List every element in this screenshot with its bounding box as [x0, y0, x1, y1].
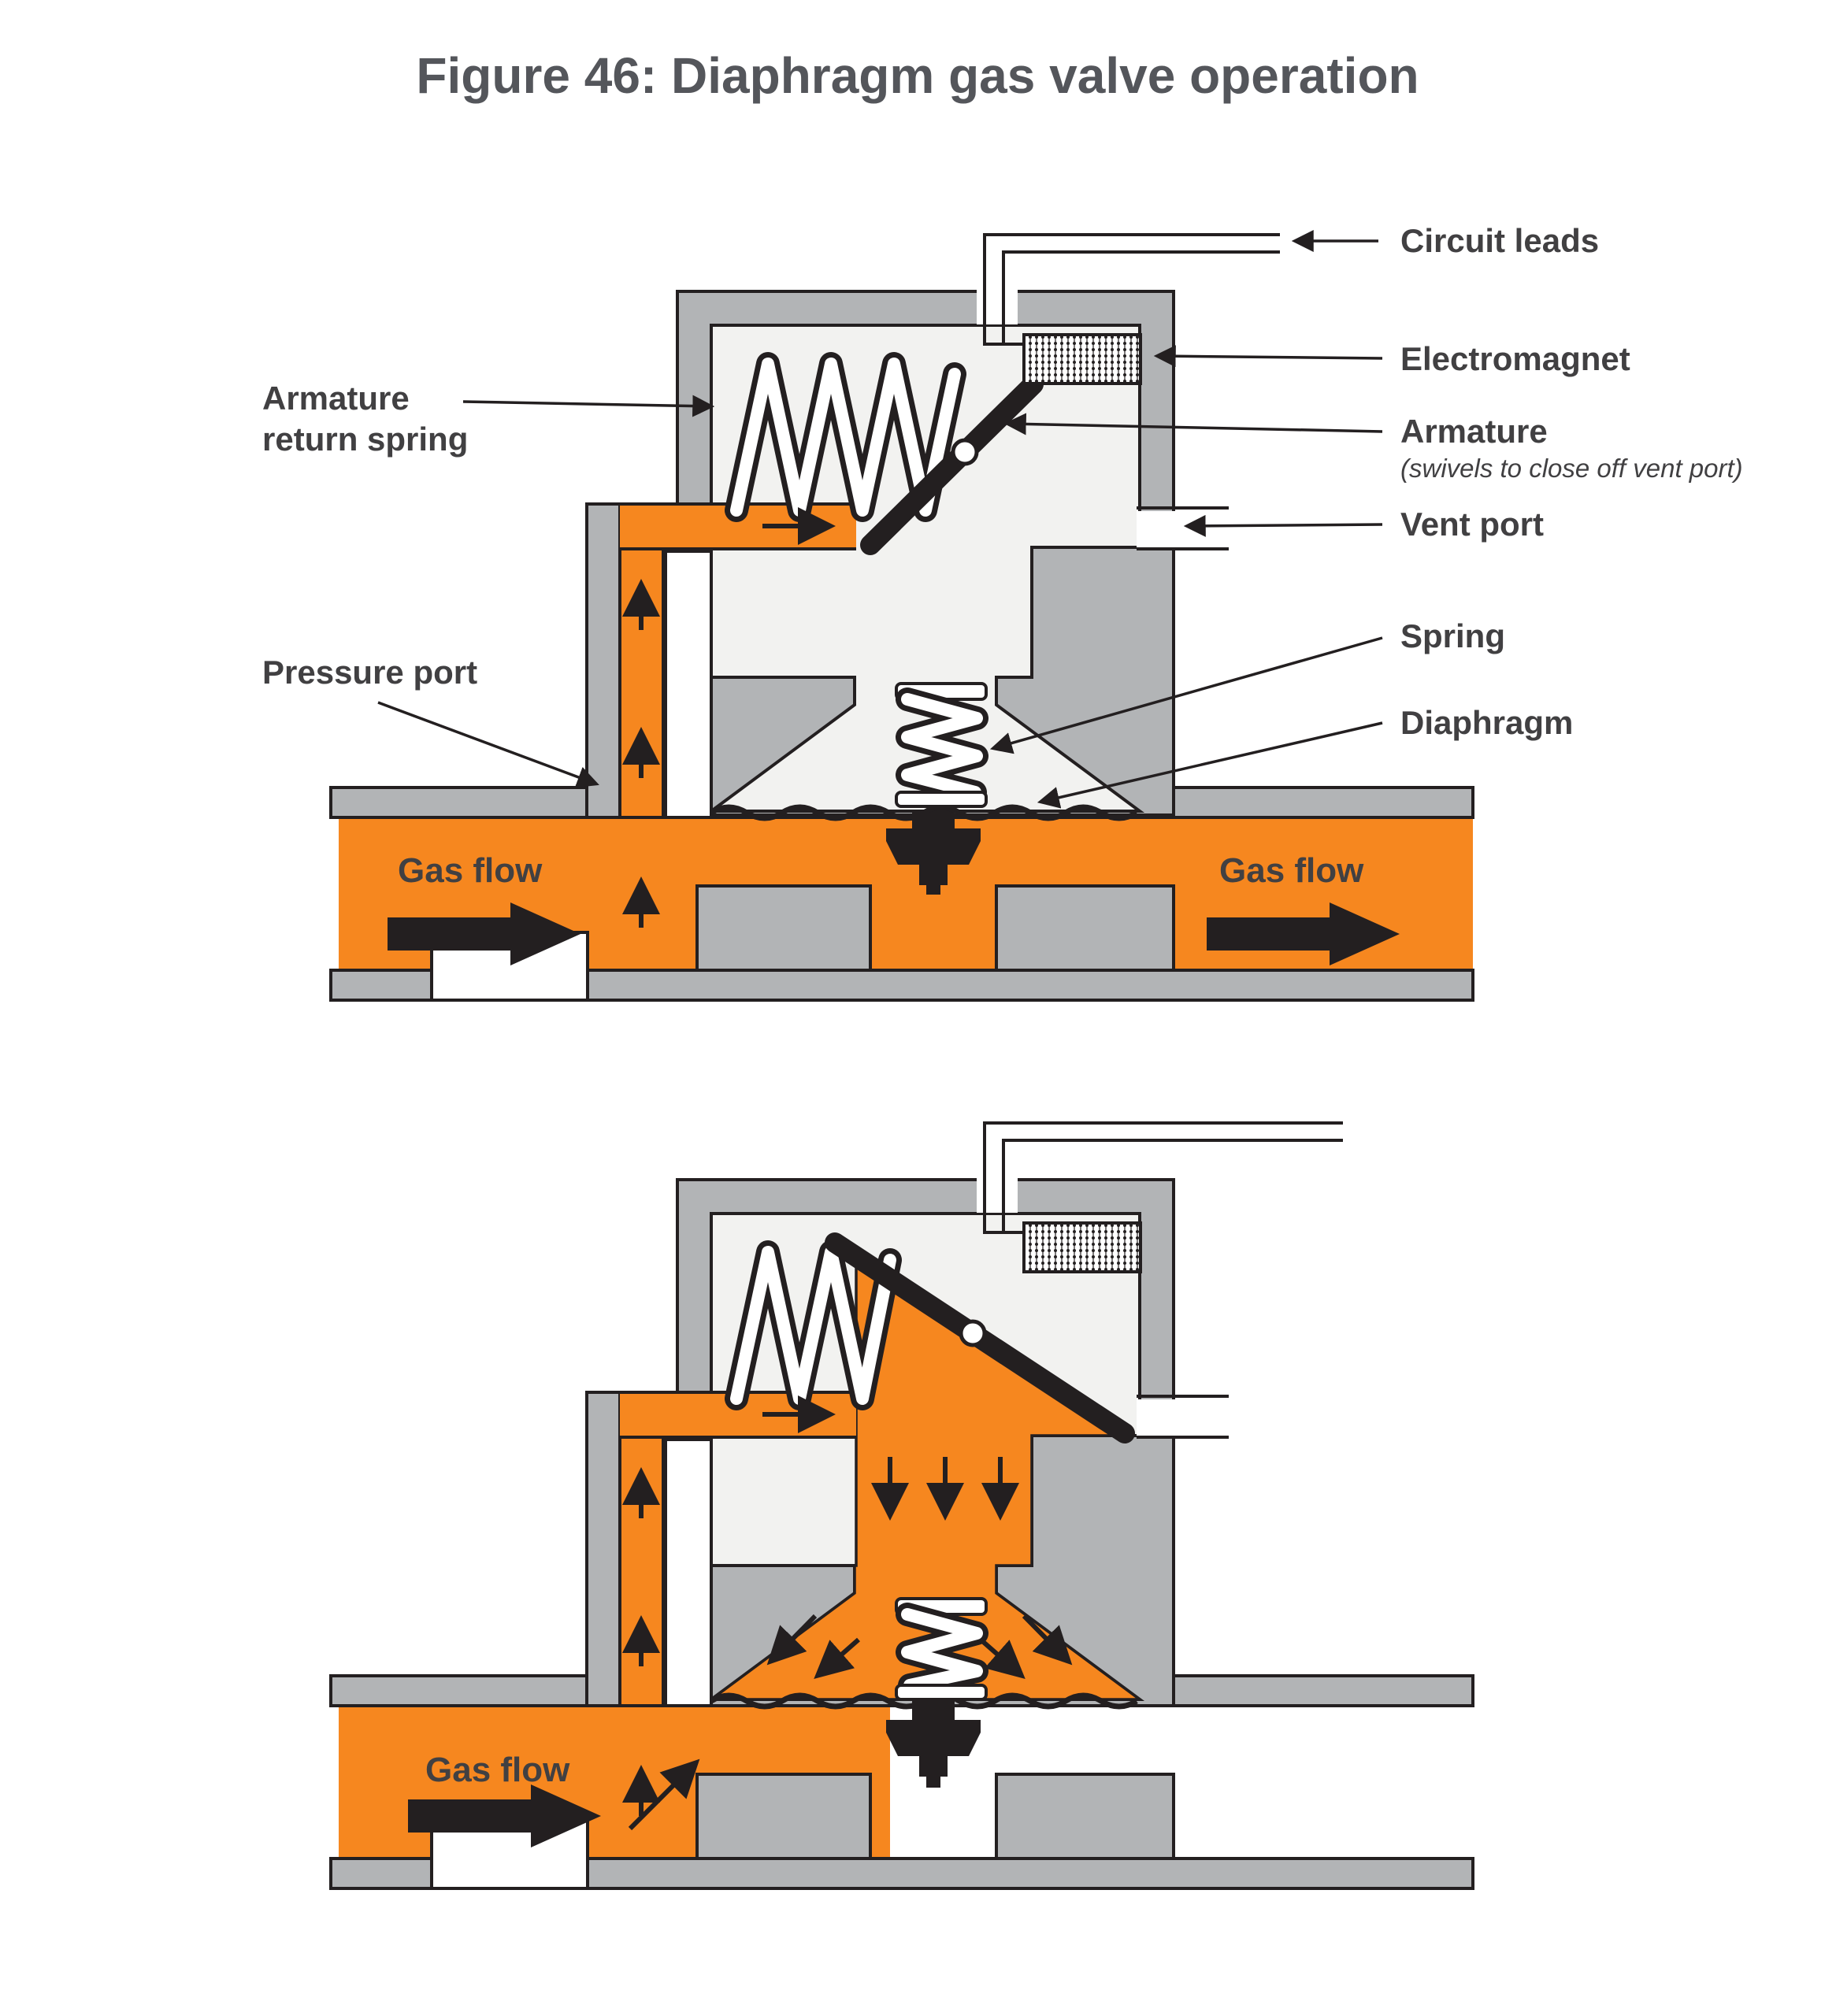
- spring-coil-highlight: [901, 693, 983, 799]
- pipe-empty-outlet: [890, 1706, 1473, 1858]
- lead-wall-gap: [977, 1178, 1018, 1213]
- label-circuit-leads: Circuit leads: [1400, 222, 1599, 259]
- bottom-diagram: Gas flow: [329, 1121, 1474, 1890]
- pipe-wall-top-right: [1172, 786, 1474, 819]
- flow-arrow-diag: [766, 1614, 818, 1666]
- leader-pressure-port: [377, 701, 599, 788]
- valve-seat-left: [695, 1773, 872, 1860]
- diaphragm-spring: [895, 1597, 988, 1701]
- label-electromagnet: Electromagnet: [1400, 340, 1630, 377]
- valve-seat-right: [995, 1773, 1175, 1860]
- disc-foot: [926, 1777, 940, 1788]
- electromagnet: [1022, 1221, 1142, 1273]
- pipe-wall-top-left: [329, 1674, 588, 1707]
- spring-cap-bottom: [895, 791, 988, 808]
- leader-spring: [989, 636, 1383, 754]
- disc-stem: [912, 813, 955, 828]
- page-title: Figure 46: Diaphragm gas valve operation: [416, 47, 1419, 104]
- leader-vent-port: [1183, 514, 1383, 537]
- flow-arrow-diag: [1022, 1614, 1073, 1666]
- label-vent-port: Vent port: [1400, 506, 1544, 543]
- flow-arrows: [622, 507, 836, 928]
- label-armature-return-spring-line1: Armature: [262, 380, 410, 417]
- label-armature: Armature: [1400, 413, 1548, 450]
- leader-armature: [1003, 413, 1383, 435]
- housing-gap: [664, 1438, 713, 1707]
- leader-diaphragm: [1037, 721, 1383, 809]
- spring-cap-bottom: [895, 1684, 988, 1701]
- disc-plate: [886, 1720, 981, 1756]
- armature-pivot: [951, 438, 979, 466]
- top-diagram: Gas flow Gas flow Circuit leads Electrom…: [262, 222, 1743, 1002]
- disc-plate: [886, 828, 981, 865]
- electromagnet: [1022, 333, 1142, 385]
- disc-lower-stem: [919, 865, 948, 885]
- label-diaphragm: Diaphragm: [1400, 704, 1573, 741]
- flow-arrows: [622, 1395, 1073, 1831]
- pipe-wall-top-right: [1172, 1674, 1474, 1707]
- gas-pipe: [329, 1674, 1474, 1890]
- callouts-left: Armature return spring Pressure port: [262, 380, 715, 788]
- armature-return-spring: [725, 1240, 902, 1410]
- return-spring-highlight: [730, 1246, 896, 1405]
- lead-wire-2: [1002, 250, 1280, 344]
- vent-opening: [1137, 1399, 1177, 1436]
- leader-electromagnet: [1153, 345, 1383, 368]
- label-armature-return-spring-line2: return spring: [262, 421, 468, 458]
- diaphragm-spring: [895, 682, 988, 808]
- callouts-right: Circuit leads Electromagnet Armature (sw…: [989, 222, 1743, 809]
- gas-flow-arrow-left: [408, 1784, 601, 1847]
- gas-flow-label-left: Gas flow: [398, 851, 543, 890]
- valve-seat-left: [695, 884, 872, 972]
- label-pressure-port: Pressure port: [262, 654, 477, 691]
- valve-disc: [886, 1701, 981, 1788]
- gas-flow-arrow-left: [388, 902, 580, 965]
- vent-opening: [1137, 511, 1177, 547]
- lead-wire-2: [1002, 1139, 1343, 1232]
- gas-flow-label-right: Gas flow: [1219, 851, 1364, 890]
- lead-wall-gap: [977, 290, 1018, 324]
- label-spring: Spring: [1400, 617, 1505, 654]
- disc-foot: [926, 885, 940, 895]
- armature: [860, 374, 1044, 555]
- gas-flow-arrow-right: [1207, 902, 1400, 965]
- vent-port: [1137, 1395, 1229, 1439]
- spring-coil-highlight: [901, 1608, 983, 1692]
- housing-gap: [664, 550, 713, 819]
- circuit-leads: [977, 233, 1280, 346]
- valve-disc: [886, 813, 981, 895]
- disc-stem: [912, 1701, 955, 1720]
- leader-armature-return-spring: [462, 395, 715, 417]
- flow-arrow-diag: [979, 1637, 1026, 1679]
- circuit-leads: [977, 1121, 1343, 1234]
- gas-flow-label-left: Gas flow: [425, 1751, 570, 1789]
- flow-arrow-into-port: [628, 1758, 700, 1831]
- vent-port: [1137, 506, 1229, 550]
- pipe-wall-top-left: [329, 786, 588, 819]
- pressure-port-wall: [585, 502, 621, 819]
- pressure-port-wall: [585, 1391, 621, 1707]
- valve-seat-right: [995, 884, 1175, 972]
- disc-lower-stem: [919, 1756, 948, 1777]
- label-armature-note: (swivels to close off vent port): [1400, 454, 1743, 483]
- flow-arrow-diag: [814, 1637, 860, 1679]
- armature-pivot: [959, 1319, 987, 1347]
